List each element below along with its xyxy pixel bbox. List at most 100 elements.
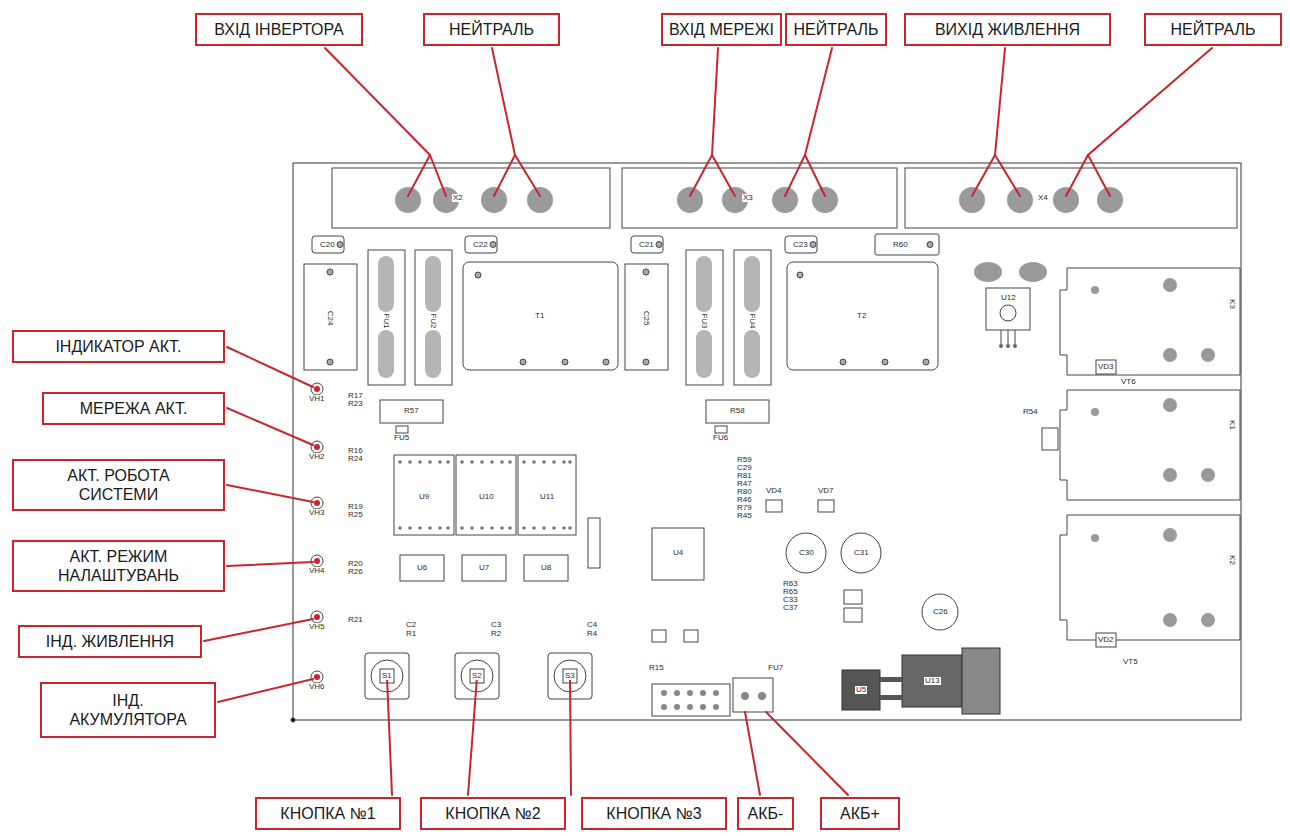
callout-box: КНОПКА №1 — [255, 797, 401, 830]
component-designator: S2 — [471, 672, 483, 680]
callout-box: НЕЙТРАЛЬ — [423, 13, 560, 46]
component-designator: R4 — [586, 630, 598, 638]
connectors — [652, 630, 773, 716]
component-designator: C3 — [490, 621, 502, 629]
callout-text: АКБ- — [748, 804, 784, 823]
component-designator: X4 — [1037, 194, 1049, 202]
component-designator: K1 — [1228, 419, 1236, 431]
callout-text: КНОПКА №3 — [606, 804, 701, 823]
component-designator: T1 — [534, 312, 545, 320]
component-designator: R58 — [729, 407, 746, 415]
component-designator: R60 — [892, 241, 909, 249]
component-designator: VT5 — [1122, 658, 1139, 666]
component-designator: R46 — [736, 496, 753, 504]
buttons — [365, 653, 592, 699]
component-designator: VH4 — [308, 567, 326, 575]
callout-box: АКТ. РЕЖИМ НАЛАШТУВАНЬ — [12, 540, 225, 592]
callout-box: МЕРЕЖА АКТ. — [42, 392, 225, 425]
component-designator: K2 — [1228, 554, 1236, 566]
component-designator: C31 — [853, 549, 870, 557]
component-designator: R17 — [347, 392, 364, 400]
component-designator: U4 — [672, 549, 684, 557]
callout-text: МЕРЕЖА АКТ. — [80, 399, 188, 418]
relays — [1060, 268, 1240, 640]
component-designator: U10 — [478, 493, 495, 501]
component-designator: VD2 — [1097, 636, 1115, 644]
component-designator: R25 — [347, 511, 364, 519]
component-designator: C25 — [642, 310, 650, 327]
component-designator: R63 — [782, 580, 799, 588]
component-designator: FU7 — [767, 664, 784, 672]
fuse-clips — [378, 256, 760, 378]
component-designator: C2 — [405, 621, 417, 629]
callout-text: НЕЙТРАЛЬ — [1170, 20, 1255, 39]
component-designator: FU1 — [382, 312, 390, 329]
callout-box: КНОПКА №2 — [420, 797, 566, 830]
electrolytic-capacitors — [786, 533, 958, 630]
component-designator: R79 — [736, 504, 753, 512]
callout-box: ІНДИКАТОР АКТ. — [12, 330, 225, 363]
component-designator: R65 — [782, 588, 799, 596]
pcb-board — [291, 163, 1241, 722]
component-designator: R1 — [405, 630, 417, 638]
callout-box: ВХІД ІНВЕРТОРА — [195, 13, 363, 46]
callout-text: НЕЙТРАЛЬ — [793, 20, 878, 39]
component-designator: C23 — [792, 241, 809, 249]
component-designator: R59 — [736, 456, 753, 464]
callout-box: ВИХІД ЖИВЛЕННЯ — [904, 13, 1111, 46]
leader-dots — [314, 386, 320, 680]
component-designator: U9 — [418, 493, 430, 501]
component-designator: U13 — [924, 677, 941, 685]
callout-text: КНОПКА №1 — [280, 804, 375, 823]
callout-text: ІНД. АКУМУЛЯТОРА — [68, 691, 188, 729]
component-designator: S3 — [564, 672, 576, 680]
component-designator: S1 — [381, 672, 393, 680]
component-designator: K3 — [1228, 298, 1236, 310]
callout-text: АКТ. РЕЖИМ НАЛАШТУВАНЬ — [44, 547, 194, 585]
component-designator: FU6 — [712, 434, 729, 442]
component-designator: C26 — [932, 608, 949, 616]
component-designator: VD4 — [765, 487, 783, 495]
ic-modules — [394, 455, 704, 581]
callout-text: АКТ. РОБОТА СИСТЕМИ — [44, 466, 194, 504]
component-designator: R54 — [1022, 408, 1039, 416]
component-designator: FU4 — [748, 312, 756, 329]
component-designator: VT6 — [1120, 378, 1137, 386]
component-designator: R15 — [648, 664, 665, 672]
component-designator: VD3 — [1097, 363, 1115, 371]
callout-box: ІНД. АКУМУЛЯТОРА — [40, 682, 216, 738]
leds — [311, 383, 323, 683]
component-designator: C20 — [319, 241, 336, 249]
ic-pins — [398, 460, 572, 530]
component-designator: U5 — [855, 686, 867, 694]
component-designator: C21 — [638, 241, 655, 249]
terminal-blocks — [332, 168, 1237, 228]
component-designator: R80 — [736, 488, 753, 496]
component-designator: U11 — [539, 493, 555, 501]
component-designator: U7 — [478, 564, 490, 572]
callout-box: ВХІД МЕРЕЖІ — [661, 13, 782, 46]
relay-pins — [1091, 278, 1215, 627]
component-designator: R21 — [347, 616, 364, 624]
component-designator: VH1 — [308, 395, 326, 403]
callout-box: НЕЙТРАЛЬ — [785, 13, 887, 46]
callout-box: АКБ+ — [820, 797, 900, 830]
component-designator: R20 — [347, 560, 364, 568]
component-designator: VD7 — [817, 487, 835, 495]
callout-box: ІНД. ЖИВЛЕННЯ — [18, 625, 202, 658]
component-designator: VH2 — [308, 453, 326, 461]
component-designator: R26 — [347, 568, 364, 576]
component-designator: R2 — [490, 630, 502, 638]
component-designator: U8 — [540, 564, 552, 572]
callout-text: КНОПКА №2 — [445, 804, 540, 823]
leader-lines — [204, 48, 1212, 795]
component-designator: FU3 — [700, 312, 708, 329]
component-designator: C24 — [326, 310, 334, 327]
film-capacitors-fuses-transformers — [304, 250, 938, 385]
callout-text: ВХІД МЕРЕЖІ — [669, 20, 774, 39]
component-designator: R19 — [347, 503, 364, 511]
component-designator: X3 — [742, 194, 754, 202]
component-designator: R24 — [347, 455, 364, 463]
callout-text: ІНД. ЖИВЛЕННЯ — [46, 632, 174, 651]
component-designator: R16 — [347, 447, 364, 455]
